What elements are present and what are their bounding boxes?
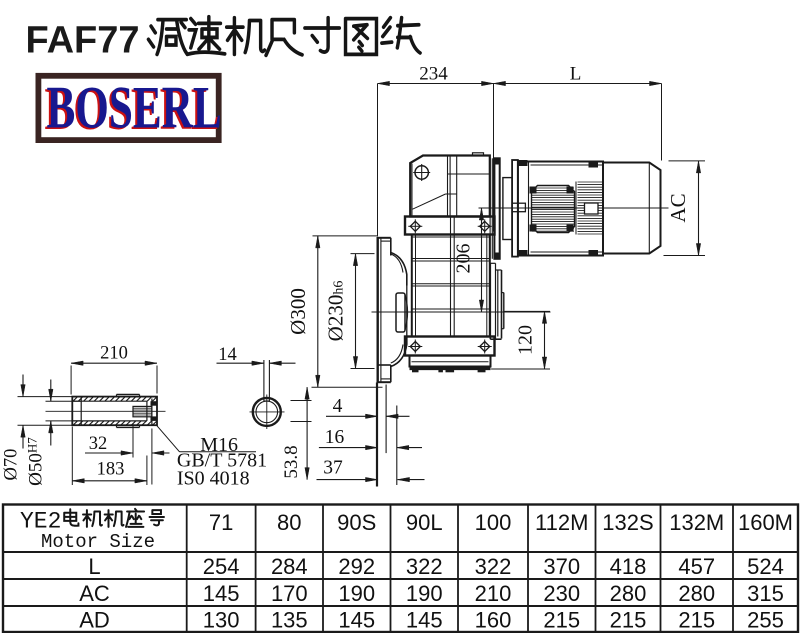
svg-text:32: 32: [89, 434, 108, 454]
svg-text:90L: 90L: [406, 510, 443, 535]
svg-text:M16: M16: [200, 434, 238, 456]
svg-text:L: L: [88, 554, 100, 579]
svg-text:120: 120: [515, 325, 537, 355]
svg-text:130: 130: [203, 607, 240, 632]
svg-text:322: 322: [406, 554, 443, 579]
svg-text:215: 215: [678, 607, 715, 632]
svg-text:170: 170: [271, 581, 308, 606]
svg-text:Ø230h6: Ø230h6: [324, 281, 348, 342]
svg-text:280: 280: [678, 581, 715, 606]
svg-text:IS0 4018: IS0 4018: [177, 468, 250, 490]
svg-text:315: 315: [747, 581, 784, 606]
svg-text:L: L: [570, 64, 582, 85]
svg-text:284: 284: [271, 554, 308, 579]
svg-text:AD: AD: [79, 607, 110, 632]
svg-text:230: 230: [543, 581, 580, 606]
svg-text:210: 210: [475, 581, 512, 606]
svg-text:132S: 132S: [602, 510, 653, 535]
svg-text:53.8: 53.8: [281, 445, 302, 478]
svg-text:280: 280: [610, 581, 647, 606]
svg-text:292: 292: [338, 554, 375, 579]
svg-text:14: 14: [218, 345, 237, 365]
svg-text:BOSERL: BOSERL: [44, 76, 219, 143]
svg-text:524: 524: [747, 554, 784, 579]
svg-text:190: 190: [338, 581, 375, 606]
svg-text:4: 4: [333, 396, 343, 417]
svg-text:16: 16: [325, 427, 345, 448]
svg-text:145: 145: [406, 607, 443, 632]
svg-text:Motor Size: Motor Size: [41, 531, 155, 553]
svg-text:190: 190: [406, 581, 443, 606]
svg-text:145: 145: [203, 581, 240, 606]
svg-text:71: 71: [209, 510, 233, 535]
svg-text:AC: AC: [79, 581, 110, 606]
svg-text:FAF77: FAF77: [26, 20, 140, 62]
svg-text:160M: 160M: [738, 510, 793, 535]
svg-text:215: 215: [543, 607, 580, 632]
svg-text:234: 234: [419, 64, 448, 85]
svg-text:255: 255: [747, 607, 784, 632]
svg-text:183: 183: [97, 460, 125, 480]
svg-text:457: 457: [678, 554, 715, 579]
svg-text:GB/T 5781: GB/T 5781: [177, 450, 267, 472]
svg-text:145: 145: [338, 607, 375, 632]
svg-text:112M: 112M: [535, 510, 588, 535]
svg-text:YE2: YE2: [20, 509, 61, 535]
svg-text:160: 160: [475, 607, 512, 632]
svg-text:AC: AC: [666, 193, 690, 222]
svg-text:322: 322: [475, 554, 512, 579]
svg-text:206: 206: [453, 244, 475, 274]
svg-text:90S: 90S: [337, 510, 376, 535]
svg-text:Ø300: Ø300: [286, 288, 310, 335]
svg-text:254: 254: [203, 554, 240, 579]
svg-text:135: 135: [271, 607, 308, 632]
svg-text:215: 215: [610, 607, 647, 632]
svg-text:132M: 132M: [669, 510, 724, 535]
svg-text:Ø70: Ø70: [2, 449, 22, 481]
svg-text:418: 418: [610, 554, 647, 579]
svg-text:BOSERL: BOSERL: [47, 75, 222, 142]
svg-text:80: 80: [277, 510, 301, 535]
svg-text:37: 37: [323, 458, 343, 479]
svg-text:370: 370: [543, 554, 580, 579]
svg-text:210: 210: [100, 344, 128, 364]
svg-text:100: 100: [475, 510, 512, 535]
